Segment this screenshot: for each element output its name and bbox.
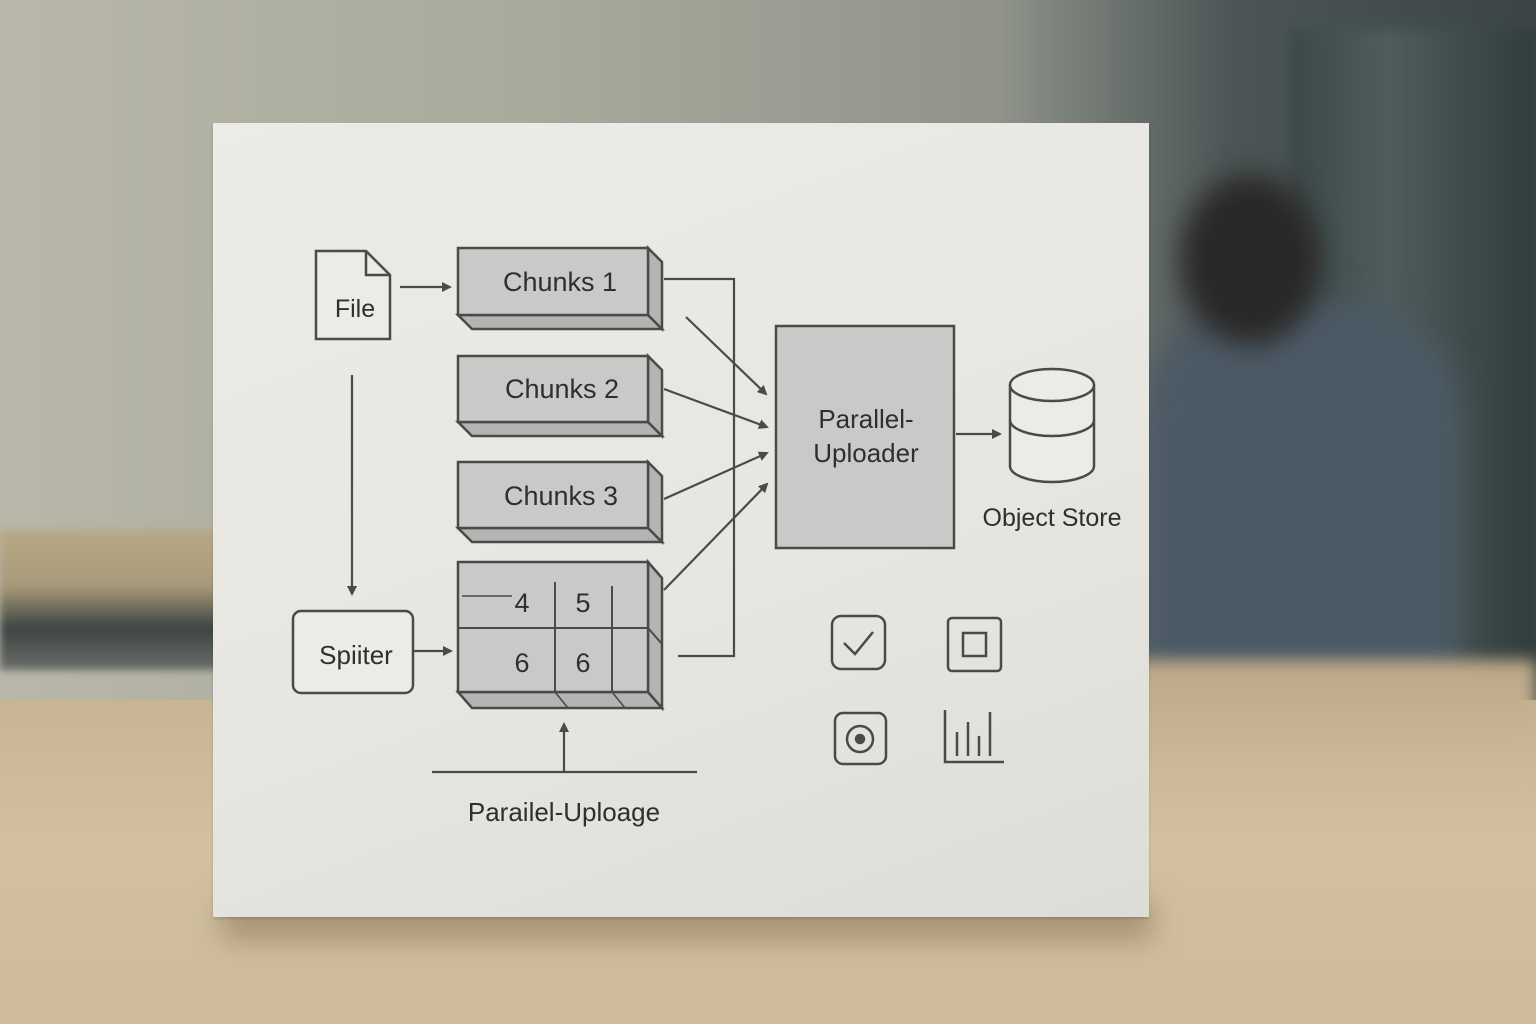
chunk-grid: 4 5 6 6 bbox=[455, 558, 665, 712]
checkbox-icon bbox=[830, 614, 887, 671]
file-icon bbox=[314, 249, 392, 341]
file-label: File bbox=[335, 295, 375, 323]
chunk-label-3: Chunks 3 bbox=[504, 481, 618, 511]
grid-cell-4: 6 bbox=[575, 648, 590, 678]
file-fold bbox=[364, 251, 390, 277]
uploader-node: Parallel- Uploader bbox=[774, 324, 956, 550]
chunk-label-2: Chunks 2 bbox=[505, 374, 619, 404]
blurred-person bbox=[1140, 300, 1460, 720]
file-node: File bbox=[314, 249, 392, 341]
chunk-label-1: Chunks 1 bbox=[503, 267, 617, 297]
uploader-label-line2: Uploader bbox=[813, 438, 919, 468]
chunk-box-1: Chunks 1 bbox=[454, 244, 666, 333]
grid-cell-3: 6 bbox=[514, 648, 529, 678]
background-shelf bbox=[0, 530, 240, 670]
connectors bbox=[347, 277, 1002, 774]
grid-cell-2: 5 bbox=[575, 588, 590, 618]
splitter-label: Spiiter bbox=[319, 640, 393, 670]
grid-cell-1: 4 bbox=[514, 588, 529, 618]
desk-edge bbox=[1100, 660, 1536, 780]
record-icon bbox=[833, 711, 888, 766]
chunk-box-3: Chunks 3 bbox=[454, 458, 666, 546]
arrow-chunk2-to-uploader bbox=[663, 387, 769, 429]
splitter-node: Spiiter bbox=[291, 609, 415, 695]
uploader-label-line1: Parallel- bbox=[818, 404, 913, 434]
arrow-chunk1-to-uploader bbox=[685, 316, 768, 396]
arrow-grid-to-uploader bbox=[663, 482, 769, 591]
arrow-chunk3-to-uploader bbox=[663, 451, 769, 501]
object-store-label: Object Store bbox=[983, 504, 1122, 532]
bottom-caption: Parailel-Uploage bbox=[468, 797, 660, 827]
object-store-node: Object Store bbox=[983, 367, 1122, 532]
chunk-box-2: Chunks 2 bbox=[454, 352, 666, 440]
blurred-person-head bbox=[1180, 175, 1320, 345]
bracket-line bbox=[664, 277, 736, 658]
stop-square-icon bbox=[946, 616, 1003, 673]
bar-chart-icon bbox=[943, 710, 1004, 764]
database-icon bbox=[1008, 385, 1096, 484]
